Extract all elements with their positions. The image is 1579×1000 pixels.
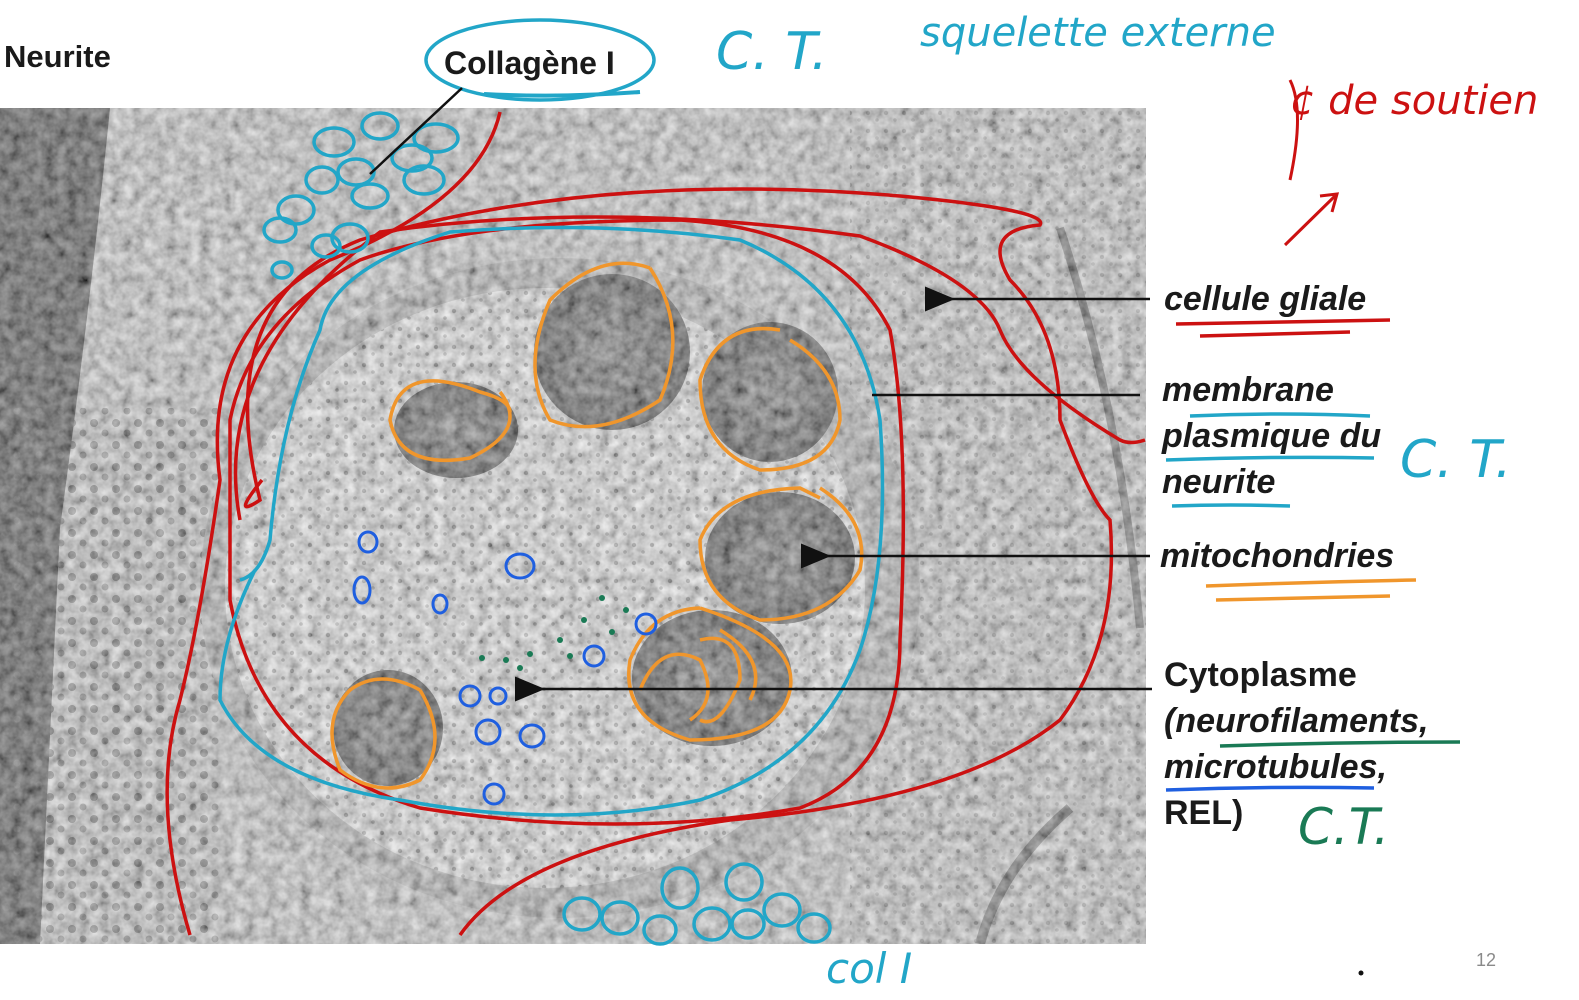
handwritten-squelette-externe: squelette externe — [920, 10, 1276, 56]
mitochondria-underline — [1205, 578, 1417, 602]
mitochondria-outlines — [330, 261, 864, 790]
handwritten-ct-cytoplasm: C.T. — [1298, 798, 1390, 856]
membrane-underline — [1165, 412, 1375, 508]
collagen-leader-line — [369, 87, 463, 175]
microtubule-marks — [352, 530, 658, 806]
handwritten-ct-membrane: C. T. — [1400, 430, 1512, 490]
collagen-underline — [483, 90, 641, 98]
label-mitochondria: mitochondries — [1160, 537, 1395, 575]
handwritten-col-i: col I — [826, 944, 913, 993]
label-cytoplasm-line4: REL) — [1164, 794, 1244, 832]
label-cytoplasm-line1: Cytoplasme — [1164, 656, 1357, 694]
electron-micrograph — [0, 108, 1146, 944]
page-number: 12 — [1476, 950, 1497, 970]
collagen-fibers-top — [262, 111, 460, 280]
label-cytoplasm-line2: (neurofilaments, — [1164, 702, 1429, 740]
slide-title: Neurite — [4, 39, 111, 74]
label-collagen: Collagène I — [444, 45, 615, 81]
label-membrane-line2: plasmique du — [1162, 417, 1382, 455]
microtubules-underline — [1165, 785, 1375, 792]
label-membrane-line1: membrane — [1162, 371, 1334, 409]
neurofilament-marks — [479, 595, 629, 671]
label-glial-cell: cellule gliale — [1164, 280, 1367, 318]
glial-underline — [1175, 318, 1391, 338]
label-cytoplasm-line3: microtubules, — [1164, 748, 1387, 786]
handwritten-de-soutien: ¢ de soutien — [1290, 78, 1539, 124]
label-membrane-line3: neurite — [1162, 463, 1276, 501]
handwritten-ct-top: C. T. — [716, 22, 828, 82]
neurite-membrane-outline — [218, 225, 885, 817]
pointer-arrows — [515, 286, 1152, 702]
neurofilaments-underline — [1219, 740, 1461, 748]
collagen-fibers-bottom — [562, 862, 832, 946]
glial-cell-outline — [165, 79, 1340, 937]
collagen-callout-circle — [424, 18, 656, 102]
